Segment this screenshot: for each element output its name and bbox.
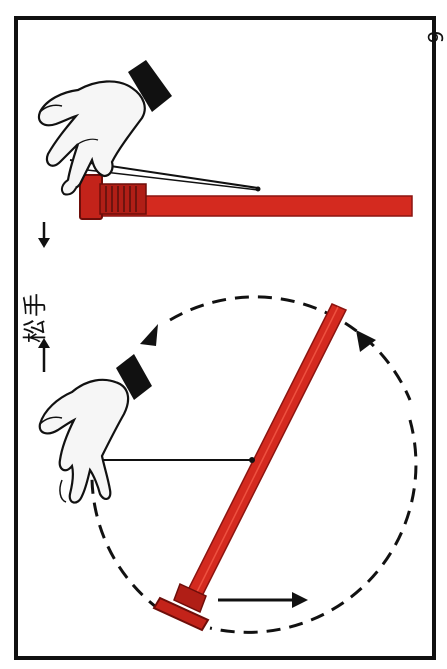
release-arrow-top (38, 222, 50, 248)
release-label: 松手 (12, 262, 52, 372)
arrow-right-icon (218, 592, 308, 608)
hand-releasing-string-icon (40, 354, 152, 503)
top-stick (80, 175, 412, 219)
hand-holding-string-icon (39, 60, 172, 195)
release-label-text: 松手 (15, 291, 50, 343)
page-number: 6 (424, 26, 446, 48)
bottom-string (96, 457, 255, 463)
stick-rotating-icon (154, 304, 346, 630)
